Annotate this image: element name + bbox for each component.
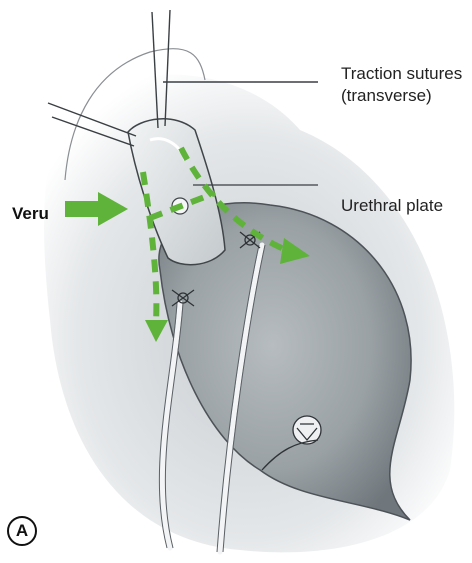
label-urethral-plate: Urethral plate	[341, 196, 444, 215]
dashed-arrow-right-head	[280, 238, 310, 264]
dashed-arrow-down	[140, 171, 160, 323]
label-transverse: (transverse)	[341, 86, 432, 105]
dashed-arrow-right	[178, 146, 288, 253]
tissue-outline	[64, 48, 206, 181]
label-veru: Veru	[12, 204, 49, 223]
catheters	[159, 242, 265, 555]
label-traction-sutures: Traction sutures	[341, 64, 463, 83]
urethral-plate	[127, 118, 226, 266]
dashed-arrow-cross	[148, 190, 217, 221]
panel-label: A	[7, 516, 37, 546]
direction-arrows	[140, 146, 288, 323]
stay-suture-left	[171, 289, 195, 307]
traction-sutures	[47, 9, 318, 147]
dashed-arrow-down-head	[145, 320, 168, 342]
drain-button	[261, 415, 322, 471]
arrow-right-icon	[65, 192, 128, 226]
